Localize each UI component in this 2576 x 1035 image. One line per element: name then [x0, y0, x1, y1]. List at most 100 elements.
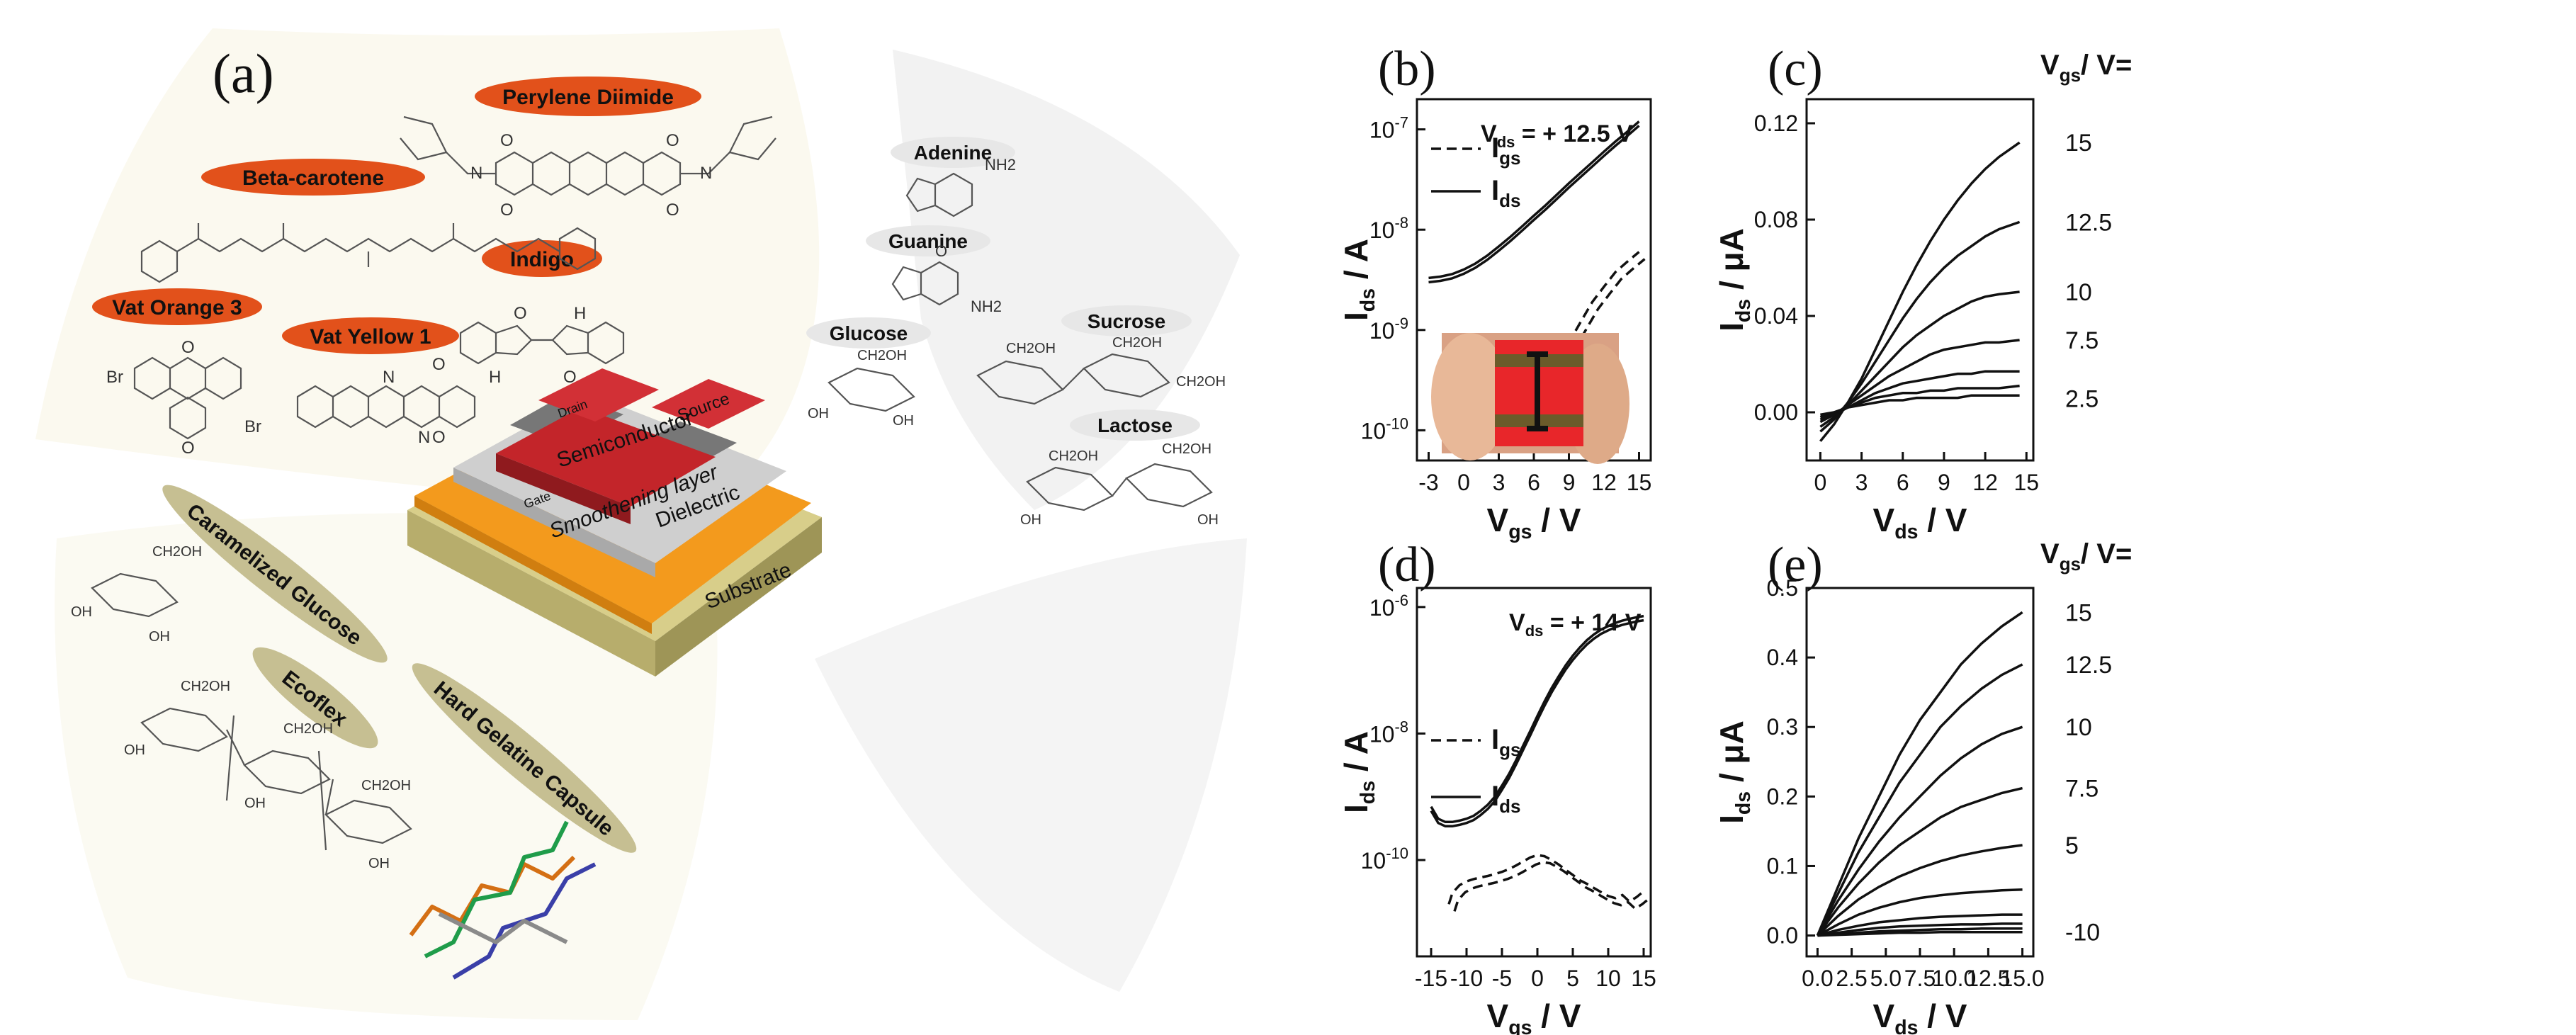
bubble-guanine-label: Guanine: [888, 230, 968, 252]
perylene-o-1: O: [500, 131, 514, 150]
y-tick-label-b: 10-8: [1369, 214, 1408, 243]
ecoflex-ch2oh-3: CH2OH: [361, 778, 411, 793]
x-axis-label-c-unit: / V: [1918, 502, 1967, 538]
x-axis-label-e: Vds / V: [1873, 997, 1967, 1035]
glucose-oh-1: OH: [808, 406, 829, 422]
series-line-reverse-b-1: [1524, 258, 1646, 448]
ribbon-beta-carotene: Beta-carotene: [201, 159, 425, 196]
series-line-e-3: [1816, 786, 2023, 937]
y-tick-base: 10: [1361, 418, 1386, 443]
annotation-d: Vds = + 14 V: [1509, 609, 1642, 640]
bubble-sucrose-label: Sucrose: [1088, 310, 1166, 332]
caramelized-glucose-structure: CH2OH OH OH: [71, 544, 202, 645]
perylene-o-3: O: [666, 131, 679, 150]
series-line-c-3: [1819, 339, 2020, 424]
series-line-c-2: [1819, 290, 2020, 428]
series-line-d-1: [1447, 854, 1645, 905]
ecoflex-ch2oh-2: CH2OH: [283, 721, 333, 737]
vat-yellow-o-top: O: [432, 355, 446, 374]
legend-title-sub: gs: [2060, 64, 2081, 86]
x-axis-label-c: Vds / V: [1873, 502, 1967, 543]
y-axis-label-e-sub: ds: [1732, 791, 1755, 815]
ribbon-indigo-label: Indigo: [510, 248, 574, 271]
y-tick-label-d: 10-8: [1369, 718, 1408, 747]
series-line-c-6: [1820, 394, 2020, 417]
series-line-e-9: [1817, 930, 2023, 937]
perylene-diimide-structure: N N O O O O: [400, 115, 776, 220]
x-axis-label-c-main: V: [1873, 502, 1895, 538]
beta-carotene-structure: [140, 223, 597, 283]
curve-label-e-3: 7.5: [2065, 776, 2098, 803]
y-axis-label-b: Ids / A: [1338, 239, 1379, 321]
ribbon-indigo: Indigo: [482, 240, 602, 277]
legend-label-b-1: Ids: [1491, 175, 1520, 211]
perylene-n-left: N: [470, 164, 482, 183]
semiconductor-block-top: [538, 368, 659, 422]
x-tick-label-e: 7.5: [1904, 966, 1936, 991]
vat-orange-br-right: Br: [244, 417, 261, 436]
y-axis-label-c-unit: / μA: [1713, 228, 1750, 299]
x-tick-label-e: 12.5: [1966, 966, 2010, 991]
legend-sub: gs: [1499, 147, 1520, 169]
x-tick-label-b: 15: [1627, 470, 1652, 495]
curve-label-c-0: 15: [2065, 130, 2092, 157]
substrate-side-right: [655, 517, 822, 677]
curve-label-e-5: -10: [2065, 920, 2100, 946]
gelatine-molecule-3d: [409, 820, 597, 980]
y-axis-label-e-unit: / μA: [1713, 720, 1750, 791]
ecoflex-oh-2: OH: [244, 796, 266, 811]
series-line-e-1: [1816, 663, 2023, 937]
series-line-d-0: [1430, 614, 1644, 824]
y-tick-base: 10: [1369, 318, 1395, 344]
x-tick-label-c: 12: [1972, 470, 1998, 495]
y-tick-label-e: 0.5: [1767, 575, 1798, 601]
transistor-device-stack: Drain Source Semiconductor Dielectric Ga…: [407, 368, 822, 677]
indigo-o-top: O: [514, 304, 527, 323]
series-line-e-7: [1817, 922, 2023, 937]
y-axis-label-d-unit: / A: [1338, 731, 1374, 781]
legend-title-tail: / V=: [2081, 538, 2132, 570]
y-axis-label-e: Ids / μA: [1713, 720, 1755, 824]
panel-a-label: (a): [213, 43, 274, 104]
x-tick-label-b: 6: [1527, 470, 1540, 495]
perylene-n-right: N: [700, 164, 712, 183]
x-tick-label-e: 2.5: [1836, 966, 1867, 991]
vat-yellow-n-top: N: [383, 368, 395, 387]
vat-yellow-1-structure: N N O O: [296, 355, 476, 447]
series-line-reverse-d-1: [1453, 861, 1651, 912]
lactose-ch2oh-2: CH2OH: [1162, 441, 1211, 457]
y-tick-label-b: 10-9: [1369, 315, 1408, 344]
caramel-ch2oh: CH2OH: [152, 544, 202, 560]
legend-label-d-0: Igs: [1491, 724, 1520, 760]
y-tick-base: 10: [1369, 721, 1395, 747]
annotation-main: V: [1481, 120, 1497, 147]
panel-label-b: (b): [1378, 42, 1436, 96]
ecoflex-oh-1: OH: [124, 742, 145, 758]
curve-label-c-3: 7.5: [2065, 327, 2098, 354]
x-tick-label-c: 9: [1938, 470, 1950, 495]
annotation-main: V: [1509, 609, 1525, 636]
y-tick-label-e: 0.0: [1767, 923, 1798, 949]
vat-orange-o-top: O: [181, 338, 195, 357]
ribbon-vat-orange-3-label: Vat Orange 3: [112, 296, 242, 319]
x-tick-label-b: 3: [1493, 470, 1506, 495]
curve-label-c-1: 12.5: [2065, 209, 2112, 236]
legend-main: I: [1491, 781, 1499, 812]
legend-title-main: V: [2040, 538, 2060, 570]
y-tick-label-c: 0.12: [1754, 111, 1798, 136]
legend-title-tail: / V=: [2081, 50, 2132, 81]
device-photo-inset: [1431, 333, 1629, 464]
ecoflex-structure: CH2OH CH2OH CH2OH OH OH OH: [124, 679, 412, 871]
y-tick-label-c: 0.04: [1754, 303, 1798, 329]
y-tick-exp: -7: [1394, 114, 1408, 132]
x-axis-label-d: Vgs / V: [1487, 997, 1581, 1035]
y-axis-label-e-main: I: [1713, 815, 1750, 824]
y-tick-label-c: 0.08: [1754, 207, 1798, 232]
ribbon-vat-yellow-1: Vat Yellow 1: [282, 317, 459, 354]
guanine-structure: NH2 O: [891, 242, 1002, 315]
x-tick-label-b: 0: [1457, 470, 1470, 495]
sucrose-ch2oh-1: CH2OH: [1006, 341, 1056, 356]
x-axis-label-d-unit: / V: [1532, 997, 1581, 1034]
ribbon-vat-orange-3: Vat Orange 3: [92, 288, 262, 325]
